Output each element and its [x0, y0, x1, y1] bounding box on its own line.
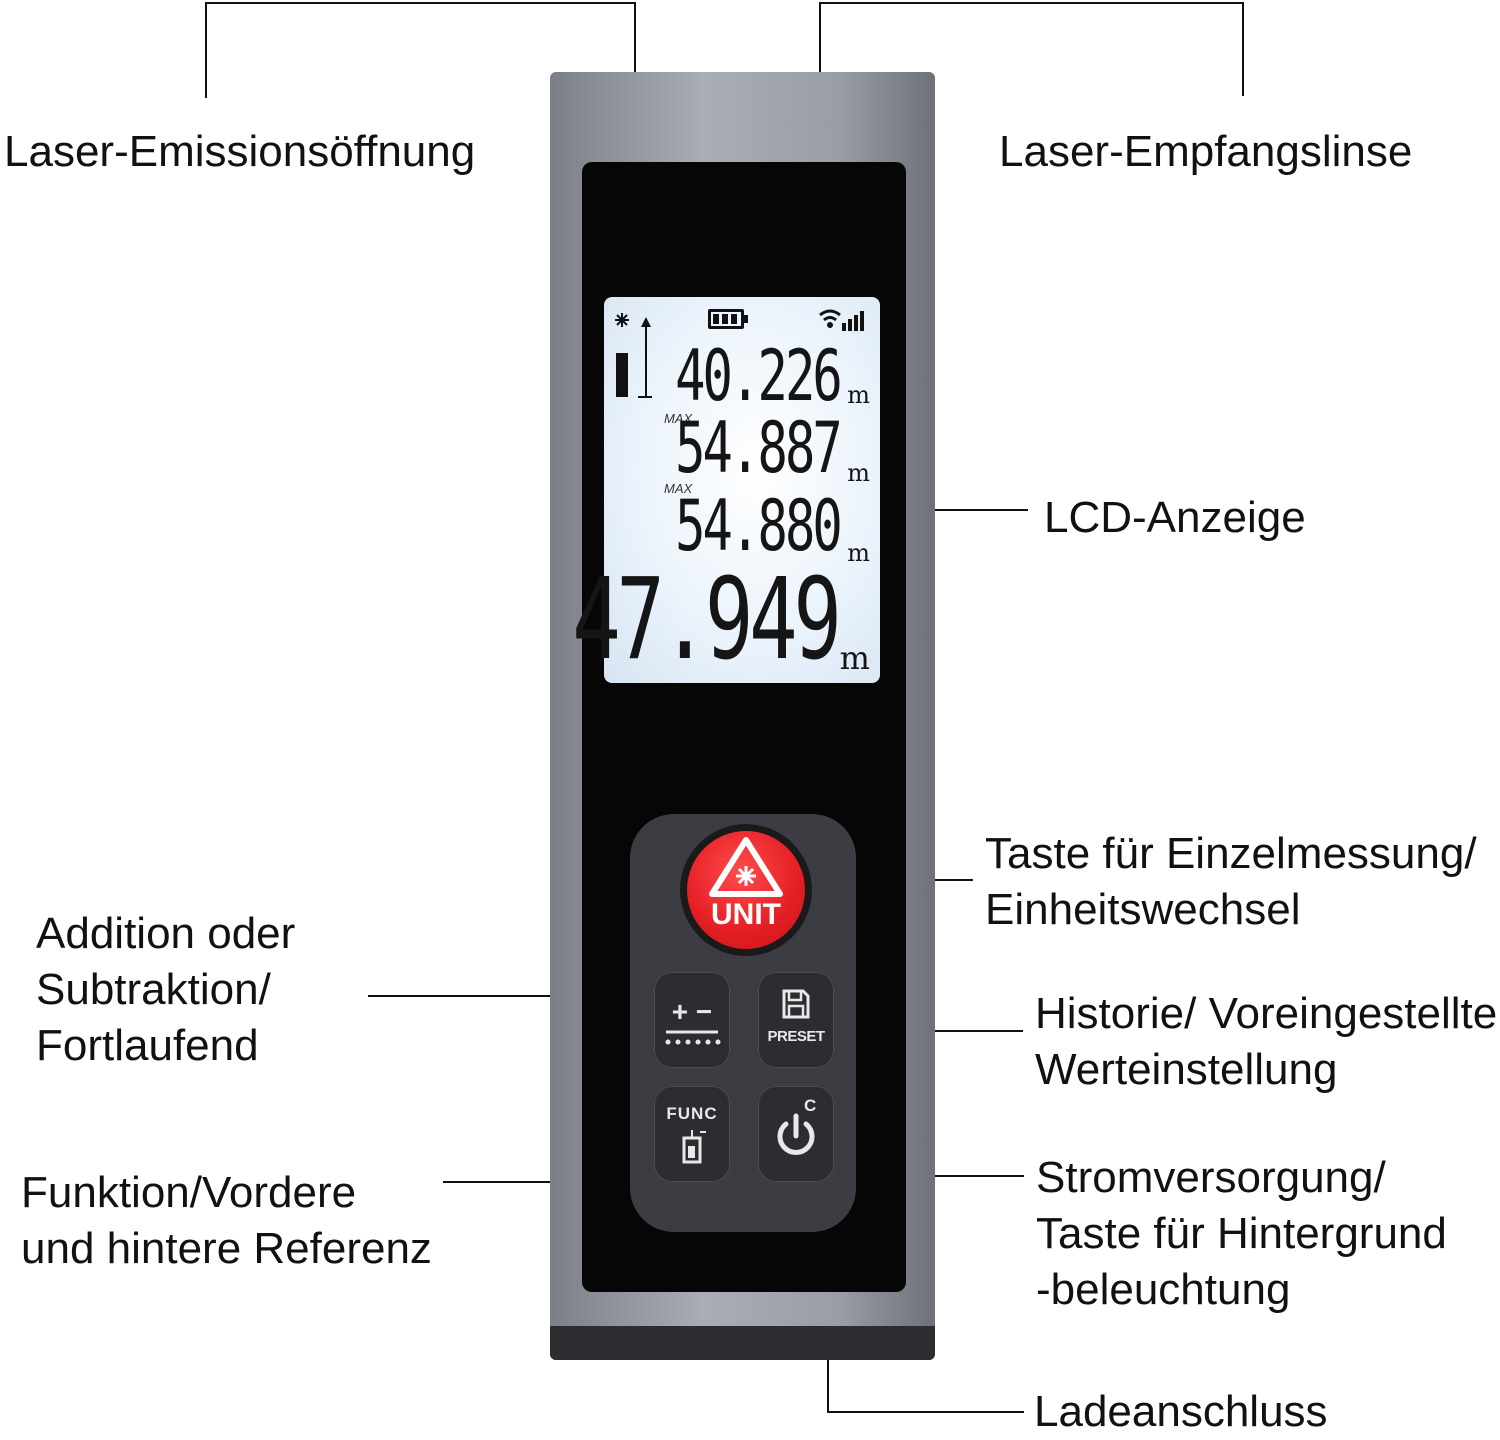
label-line: Funktion/Vordere	[21, 1168, 357, 1217]
signal-strength-icon	[819, 309, 864, 331]
func-label: FUNC	[666, 1104, 718, 1123]
laser-emission-leader	[205, 2, 636, 98]
label-line: -beleuchtung	[1036, 1265, 1291, 1314]
power-icon	[777, 1113, 815, 1155]
unit-2: m	[847, 459, 870, 487]
unit-button-face	[687, 831, 805, 949]
label-line: Taste für Einzelmessung/	[985, 829, 1477, 878]
reference-icon	[682, 1130, 706, 1164]
label-single-measure: Taste für Einzelmessung/ Einheitswechsel	[985, 826, 1477, 938]
max-label-2: MAX	[664, 481, 693, 496]
laser-warning-icon	[709, 837, 783, 897]
label-line: und hintere Referenz	[21, 1224, 432, 1273]
add-subtract-label: + −	[671, 996, 713, 1027]
charging-port-end	[550, 1326, 935, 1360]
label-line: Subtraktion/	[36, 965, 271, 1014]
label-charging-port: Ladeanschluss	[1034, 1387, 1328, 1436]
power-button[interactable]: C	[758, 1086, 834, 1182]
laser-receiver-leader	[819, 2, 1244, 96]
unit-main: m	[839, 639, 870, 677]
laser-indicator-icon	[615, 313, 652, 398]
label-history: Historie/ Voreingestellte Werteinstellun…	[1035, 986, 1497, 1098]
keypad: UNIT + − PRESET FUNC	[630, 814, 856, 1232]
add-subtract-button[interactable]: + −	[654, 972, 730, 1068]
label-line: Werteinstellung	[1035, 1045, 1338, 1094]
label-function: Funktion/Vordere und hintere Referenz	[21, 1165, 432, 1277]
unit-button[interactable]: UNIT	[680, 824, 812, 956]
continuous-dots-icon	[665, 1030, 721, 1045]
label-power: Stromversorgung/ Taste für Hintergrund -…	[1036, 1150, 1447, 1318]
label-line: Historie/ Voreingestellte	[1035, 989, 1498, 1038]
label-lcd-display: LCD-Anzeige	[1044, 493, 1306, 542]
reading-2: 54.887	[675, 407, 843, 489]
max-label-1: MAX	[664, 411, 693, 426]
label-line: Einheitswechsel	[985, 885, 1301, 934]
preset-label: PRESET	[767, 1028, 825, 1045]
laser-distance-meter: 40.226 m MAX 54.887 m MAX 54.880 m 47.94…	[550, 72, 935, 1360]
power-sub-label: C	[804, 1096, 817, 1115]
label-line: Fortlaufend	[36, 1021, 259, 1070]
preset-button[interactable]: PRESET	[758, 972, 834, 1068]
save-icon	[782, 989, 810, 1019]
label-laser-receiver: Laser-Empfangslinse	[999, 127, 1413, 176]
label-add-sub: Addition oder Subtraktion/ Fortlaufend	[36, 906, 295, 1074]
label-laser-emission: Laser-Emissionsöffnung	[4, 127, 476, 176]
reading-3: 54.880	[675, 485, 843, 567]
front-panel: 40.226 m MAX 54.887 m MAX 54.880 m 47.94…	[573, 162, 906, 1292]
reading-1: 40.226	[675, 335, 843, 417]
func-button[interactable]: FUNC	[654, 1086, 730, 1182]
unit-button-label: UNIT	[711, 898, 781, 931]
charging-port-leader	[827, 1360, 1024, 1413]
unit-1: m	[847, 381, 870, 409]
label-line: Taste für Hintergrund	[1036, 1209, 1447, 1258]
main-reading: 47.949	[572, 555, 843, 685]
label-line: Stromversorgung/	[1036, 1153, 1386, 1202]
label-line: Addition oder	[36, 909, 296, 958]
unit-3: m	[847, 539, 870, 567]
lcd-display: 40.226 m MAX 54.887 m MAX 54.880 m 47.94…	[573, 297, 880, 685]
battery-icon	[708, 309, 748, 329]
